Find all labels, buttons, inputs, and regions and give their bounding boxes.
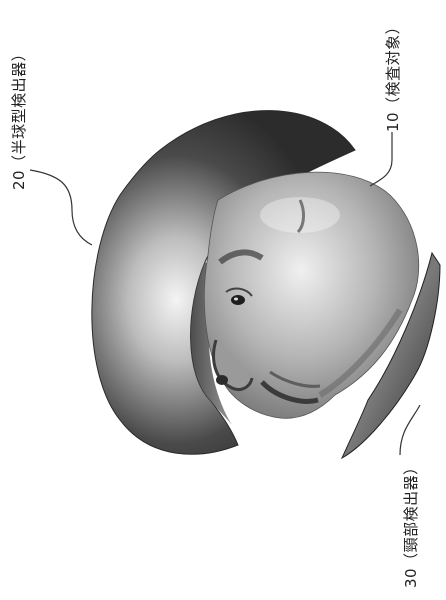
hair-region xyxy=(190,262,232,425)
leader-line-30 xyxy=(399,404,421,456)
face-details xyxy=(212,197,403,404)
label-inspection-target: 10（検査対象） xyxy=(384,18,402,132)
label-hemisphere-detector: 20（半球型検出器） xyxy=(10,45,28,190)
leader-line-20 xyxy=(29,169,93,246)
leader-line-10 xyxy=(369,132,393,187)
hemisphere-detector xyxy=(91,110,356,455)
neck-detector xyxy=(340,251,441,460)
label-neck-detector: 30（頸部検出器） xyxy=(402,459,420,588)
